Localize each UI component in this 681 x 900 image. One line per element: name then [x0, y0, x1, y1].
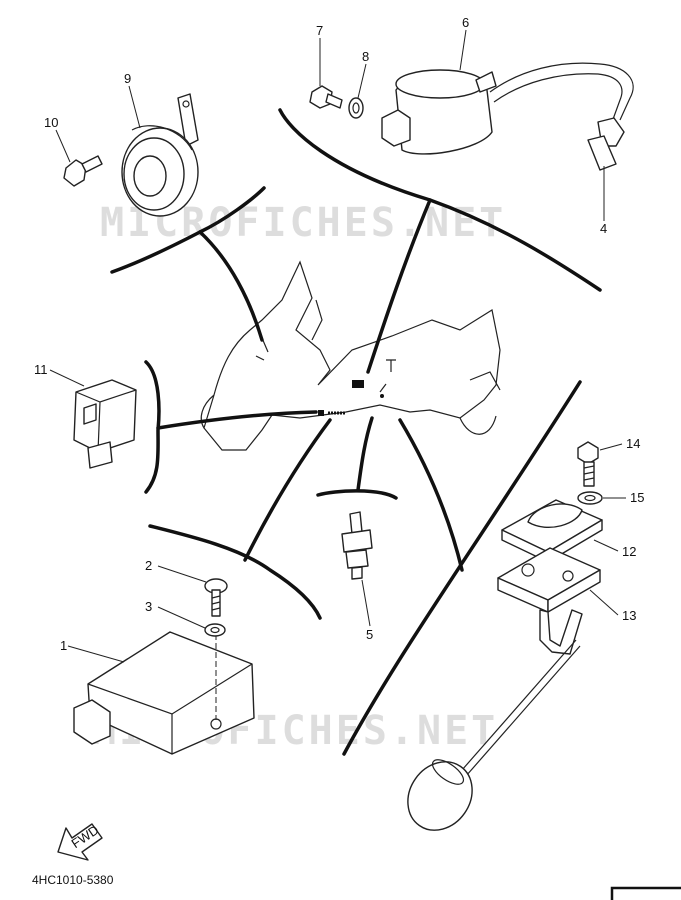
- bolt-part-10: [63, 155, 103, 187]
- motorcycle-outline: [200, 260, 501, 451]
- callout-15: 15: [630, 490, 644, 505]
- callout-13: 13: [622, 608, 636, 623]
- corner-mark: [610, 886, 681, 900]
- callout-1: 1: [60, 638, 67, 653]
- cdi-unit-part: [73, 631, 255, 755]
- relay-part: [73, 379, 137, 469]
- thermo-switch-part: [341, 511, 373, 580]
- bolt-part-7: [309, 85, 343, 109]
- callout-9: 9: [124, 71, 131, 86]
- spark-plug-cap-part: [587, 117, 625, 171]
- callout-leaders: [49, 29, 626, 663]
- washer-part-8: [348, 97, 364, 119]
- fwd-arrow-icon: FWD: [57, 822, 103, 861]
- horn-part: [121, 93, 199, 217]
- callout-3: 3: [145, 599, 152, 614]
- ignition-coil-part: [381, 62, 634, 155]
- reference-lines: [110, 108, 602, 756]
- callout-2: 2: [145, 558, 152, 573]
- callout-5: 5: [366, 627, 373, 642]
- callout-8: 8: [362, 49, 369, 64]
- screw-part-2: [204, 578, 228, 617]
- callout-10: 10: [44, 115, 58, 130]
- callout-4: 4: [600, 221, 607, 236]
- fuel-sender-part: [407, 499, 603, 831]
- washer-part-15: [577, 491, 603, 505]
- callout-6: 6: [462, 15, 469, 30]
- callout-labels: 1 2 3 4 5 6 7 8 9 10 11 12 13 14 15: [34, 15, 644, 653]
- washer-part-3: [204, 623, 226, 637]
- callout-12: 12: [622, 544, 636, 559]
- callout-11: 11: [34, 362, 48, 377]
- bolt-part-14: [577, 441, 599, 487]
- figure-code: 4HC1010-5380: [32, 873, 114, 887]
- callout-14: 14: [626, 436, 640, 451]
- callout-7: 7: [316, 23, 323, 38]
